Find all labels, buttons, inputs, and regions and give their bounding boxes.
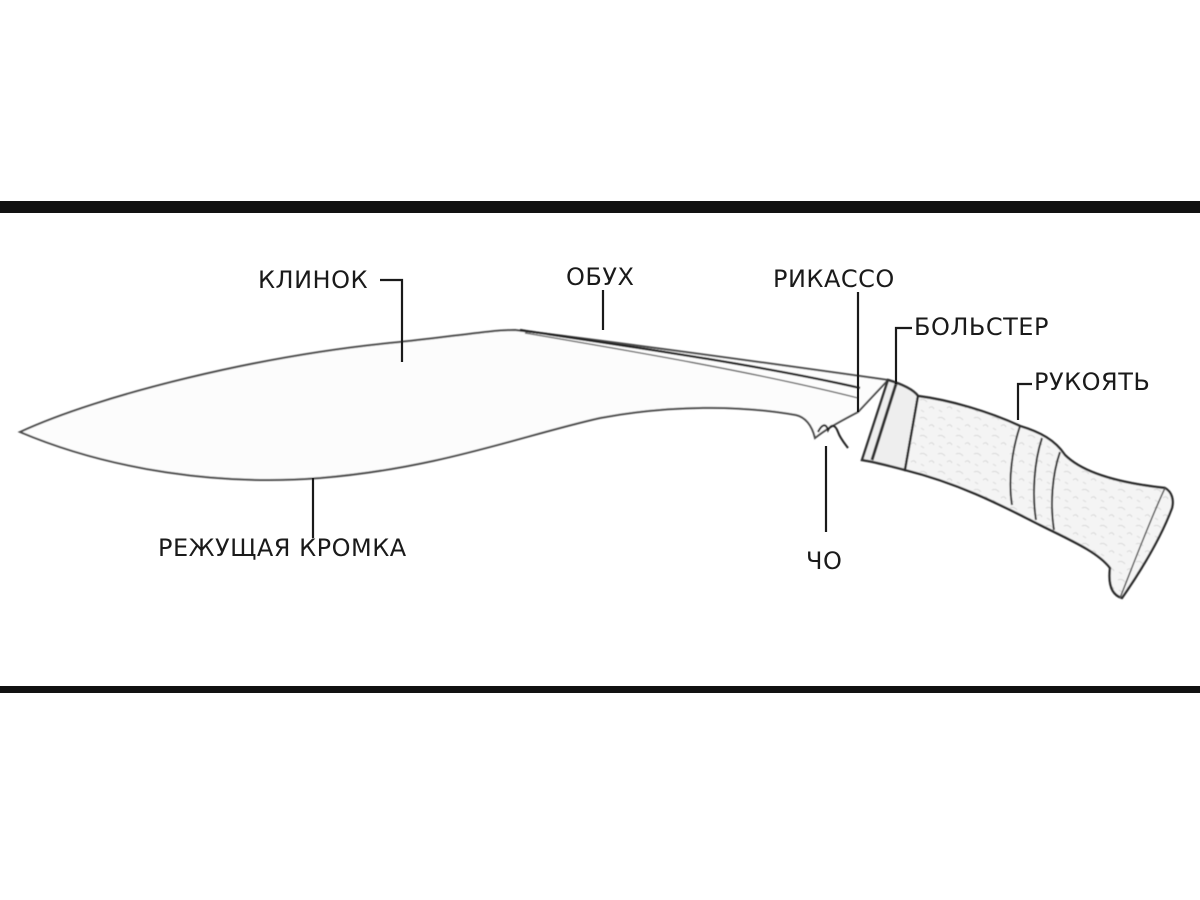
bolster-band [870,383,898,461]
cho-notch [817,424,849,449]
label-cho: ЧО [806,547,842,575]
label-ricasso: РИКАССО [773,265,895,293]
blade-leader [380,278,404,362]
handle-ring-2 [1033,437,1043,521]
label-edge: РЕЖУЩАЯ КРОМКА [158,534,407,562]
labels: КЛИНОК ОБУХ РИКАССО БОЛЬСТЕР РУКОЯТЬ РЕЖ… [158,263,1150,575]
label-spine: ОБУХ [566,263,634,291]
blade-fuller-line [519,328,861,390]
handle-ring-3 [1051,451,1061,531]
bolster-leader [894,326,912,384]
leader-lines [311,278,1032,538]
label-bolster: БОЛЬСТЕР [914,313,1049,341]
handle-pommel-line [1119,487,1166,599]
blade-shape [17,328,891,482]
frame-bottom-border [0,686,1200,693]
knife-illustration [17,328,1174,600]
blade-fuller-line-lower [524,332,859,399]
handle-leader [1016,382,1032,420]
handle-shape [903,394,1174,600]
label-handle: РУКОЯТЬ [1034,368,1150,396]
handle-ring-1 [1009,425,1021,506]
label-blade: КЛИНОК [258,266,368,294]
frame-top-border [0,201,1200,213]
